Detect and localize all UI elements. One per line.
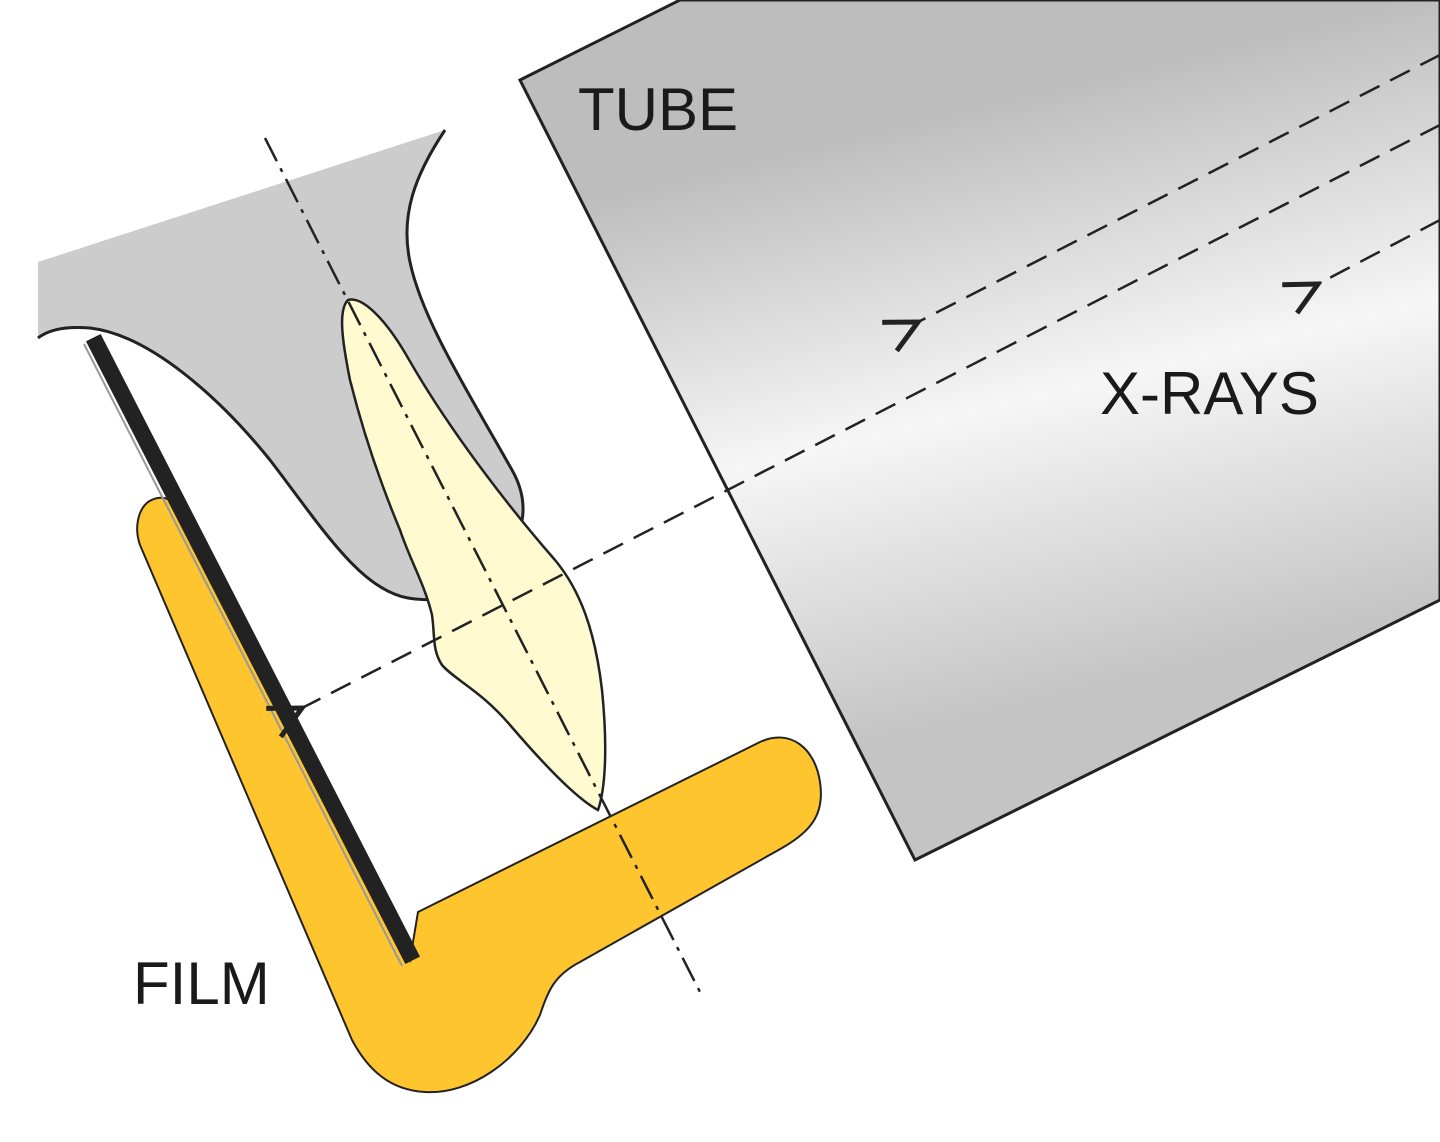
xray-tube	[517, 0, 1440, 863]
film-edge	[83, 343, 403, 967]
xrays-label: X-RAYS	[1100, 360, 1319, 427]
tube-label: TUBE	[578, 76, 738, 143]
xray-beam-lower	[1318, 218, 1440, 284]
film-label: FILM	[133, 950, 270, 1017]
xray-beam-upper	[918, 53, 1440, 322]
tooth	[340, 298, 607, 812]
film-holder	[136, 496, 822, 1094]
film	[85, 333, 421, 965]
tooth-axis-line	[263, 137, 702, 993]
xray-beam-central	[302, 123, 1440, 708]
